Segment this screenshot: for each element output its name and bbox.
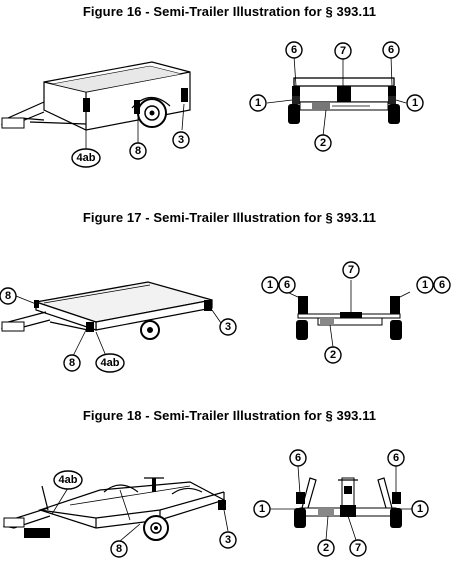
callout-label: 3 bbox=[225, 321, 231, 333]
figure-17-rear-view bbox=[286, 280, 411, 348]
callout-label: 3 bbox=[178, 134, 184, 146]
callout-label: 7 bbox=[348, 264, 354, 276]
figure-17-callout-4ab: 4ab bbox=[95, 353, 125, 373]
figure-17-side-view bbox=[0, 281, 222, 357]
figure-16-callout-3: 3 bbox=[172, 131, 190, 149]
callout-label: 8 bbox=[69, 357, 75, 369]
callout-label: 1 bbox=[422, 279, 428, 291]
callout-label: 6 bbox=[439, 279, 445, 291]
figure-16-side-view bbox=[0, 61, 191, 150]
callout-label: 6 bbox=[284, 279, 290, 291]
figure-17-callout-7: 7 bbox=[342, 261, 360, 279]
callout-label: 6 bbox=[295, 452, 301, 464]
callout-label: 7 bbox=[340, 45, 346, 57]
figure-16-callout-1-right: 1 bbox=[406, 94, 424, 112]
callout-label: 1 bbox=[255, 97, 261, 109]
callout-label: 6 bbox=[393, 452, 399, 464]
figure-17-callout-8: 8 bbox=[0, 287, 17, 305]
figure-17-callout-1-left: 1 bbox=[261, 276, 279, 294]
figure-18-callout-2: 2 bbox=[317, 539, 335, 557]
figure-17-callout-2: 2 bbox=[324, 346, 342, 364]
callout-label: 6 bbox=[388, 44, 394, 56]
figure-18-callout-1-right: 1 bbox=[411, 500, 429, 518]
figure-18-callout-3: 3 bbox=[219, 531, 237, 549]
callout-label: 4ab bbox=[101, 357, 120, 369]
callout-label: 2 bbox=[330, 349, 336, 361]
callout-label: 4ab bbox=[77, 152, 96, 164]
figure-16-callout-4ab: 4ab bbox=[71, 148, 101, 168]
figure-18-callout-6-left: 6 bbox=[289, 449, 307, 467]
callout-label: 1 bbox=[259, 503, 265, 515]
figure-16-callout-6-left: 6 bbox=[285, 41, 303, 59]
callout-label: 1 bbox=[412, 97, 418, 109]
callout-label: 6 bbox=[291, 44, 297, 56]
callout-label: 2 bbox=[320, 137, 326, 149]
figure-18-rear-view bbox=[270, 465, 412, 541]
figure-18-title: Figure 18 - Semi-Trailer Illustration fo… bbox=[82, 408, 377, 423]
figure-16-callout-2: 2 bbox=[314, 134, 332, 152]
figure-18-callout-7: 7 bbox=[349, 539, 367, 557]
figure-18-callout-4ab: 4ab bbox=[53, 470, 83, 490]
figure-18-side-view bbox=[2, 477, 229, 542]
callout-label: 1 bbox=[267, 279, 273, 291]
figure-16-callout-7: 7 bbox=[334, 42, 352, 60]
figure-17-callout-6-right: 6 bbox=[433, 276, 451, 294]
callout-label: 3 bbox=[225, 534, 231, 546]
figure-17-callout-8-lower: 8 bbox=[63, 354, 81, 372]
callout-label: 2 bbox=[323, 542, 329, 554]
callout-label: 1 bbox=[417, 503, 423, 515]
figure-17-callout-3: 3 bbox=[219, 318, 237, 336]
callout-label: 7 bbox=[355, 542, 361, 554]
callout-label: 8 bbox=[135, 145, 141, 157]
callout-label: 8 bbox=[116, 543, 122, 555]
figure-18-callout-1-left: 1 bbox=[253, 500, 271, 518]
figure-16-callout-6-right: 6 bbox=[382, 41, 400, 59]
figure-18-callout-6-right: 6 bbox=[387, 449, 405, 467]
figure-17-callout-1-right: 1 bbox=[416, 276, 434, 294]
figure-18-callout-8: 8 bbox=[110, 540, 128, 558]
callout-label: 4ab bbox=[59, 474, 78, 486]
figure-16-title: Figure 16 - Semi-Trailer Illustration fo… bbox=[82, 4, 377, 19]
figure-17-callout-6-left: 6 bbox=[278, 276, 296, 294]
figure-16-callout-1-left: 1 bbox=[249, 94, 267, 112]
figure-16-callout-8: 8 bbox=[129, 142, 147, 160]
figure-17-title: Figure 17 - Semi-Trailer Illustration fo… bbox=[82, 210, 377, 225]
callout-label: 8 bbox=[5, 290, 11, 302]
figure-16-rear-view bbox=[266, 55, 407, 137]
